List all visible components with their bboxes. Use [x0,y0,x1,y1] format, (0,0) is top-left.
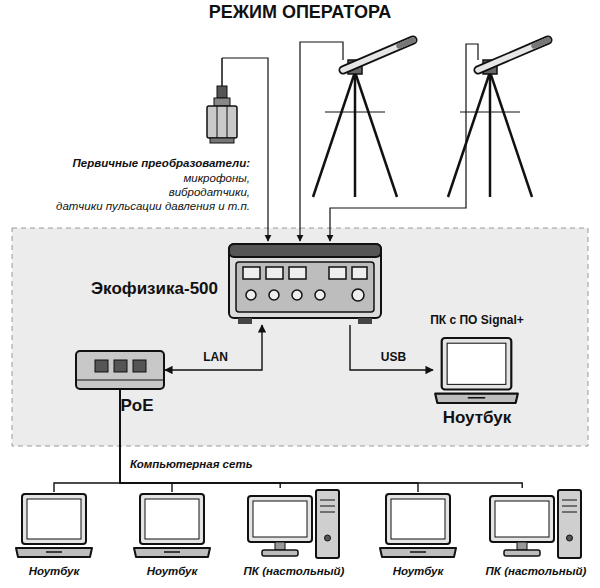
connector [120,390,172,492]
laptop-icon [14,492,94,560]
computer-label: Ноутбук [29,565,80,578]
computer-label: Ноутбук [393,565,444,578]
network-laptop: Ноутбук [378,492,458,560]
computer-label: ПК (настольный) [244,565,345,578]
accelerometer [207,58,237,143]
network-laptop: Ноутбук [14,492,94,560]
poe-switch: PoE [75,350,165,390]
computer-label: Ноутбук [147,565,198,578]
laptop-icon [378,492,458,560]
microphone-tripod [313,40,413,197]
analyzer-device: Экофизика-500 [228,243,382,325]
device-region [12,228,588,446]
connector [350,325,433,370]
network-label: Компьютерная сеть [130,458,252,471]
sensor-heading: Первичные преобразователи: [73,157,250,170]
connector [165,325,262,370]
poe-switch-body [75,350,165,390]
network-laptop: Ноутбук [132,492,212,560]
laptop-icon [132,492,212,560]
sensor-note: микрофоны, [183,172,250,185]
sensor-note: датчики пульсации давления и т.п. [56,200,250,213]
operator-laptop: ПК с ПО Signal+Ноутбук [433,336,520,406]
network-desktop: ПК (настольный) [488,488,583,560]
device-body [228,243,382,325]
device-name: Экофизика-500 [91,279,218,299]
sensor-wires [222,42,478,241]
connector [120,390,522,488]
computer-label: ПК (настольный) [486,565,587,578]
edge-label: LAN [203,351,228,365]
sensor-note: вибродатчики, [169,186,250,199]
laptop-name: Ноутбук [443,408,512,428]
microphone-tripod [448,40,548,197]
software-caption: ПК с ПО Signal+ [430,314,524,328]
network-desktop: ПК (настольный) [246,488,341,560]
connector [54,390,120,492]
laptop-icon [433,336,520,406]
connector [120,390,280,488]
edge-label: USB [381,351,406,365]
desktop-pc-icon [246,488,341,560]
desktop-pc-icon [488,488,583,560]
connector [120,390,418,492]
diagram-title: РЕЖИМ ОПЕРАТОРА [209,2,392,23]
switch-name: PoE [120,396,153,416]
